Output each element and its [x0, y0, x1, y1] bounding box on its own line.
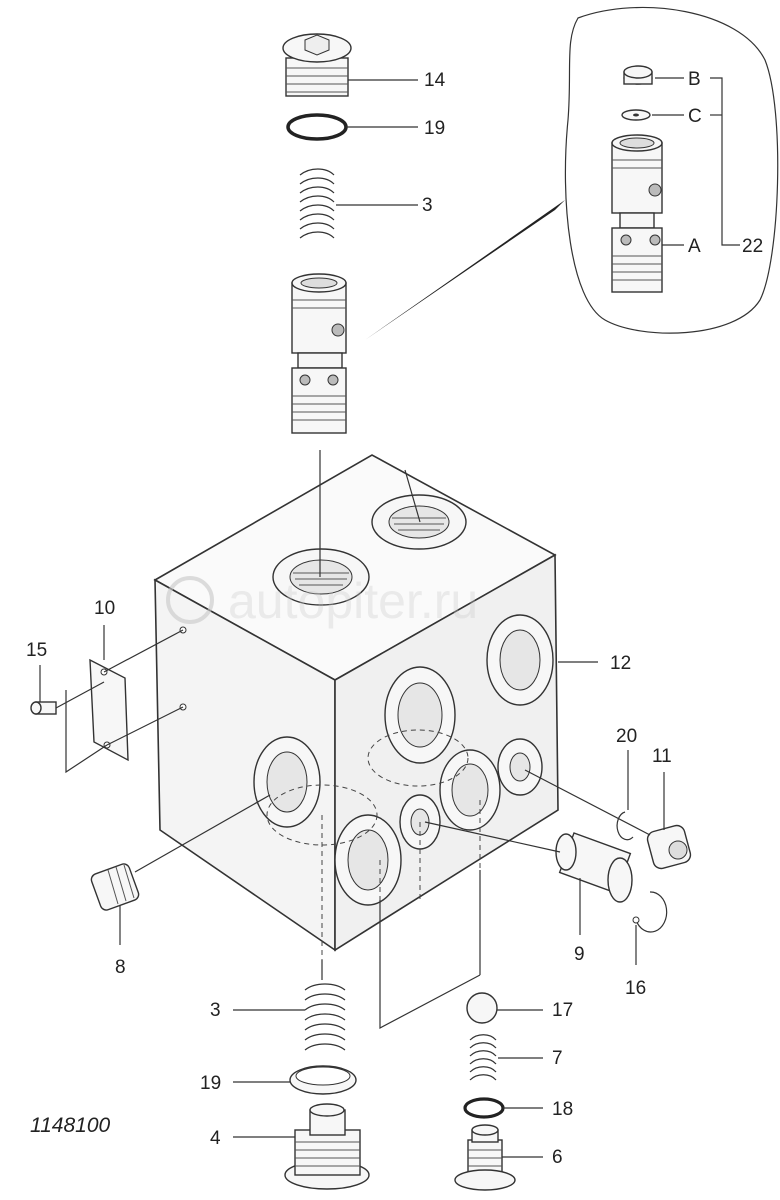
- label-3-top: 3: [422, 195, 433, 216]
- bottom-spring: [233, 983, 346, 1051]
- spring-7: [469, 1034, 543, 1081]
- label-20: 20: [616, 726, 637, 747]
- check-valve-9: [424, 821, 633, 935]
- top-plug: [282, 33, 418, 97]
- plug-6: [454, 1124, 543, 1191]
- side-plug: [90, 794, 271, 945]
- detail-inset: [365, 6, 779, 340]
- ball-17: [466, 992, 543, 1024]
- label-C: C: [688, 106, 702, 127]
- figure-number: 1148100: [30, 1114, 111, 1137]
- label-19-top: 19: [424, 118, 445, 139]
- watermark: autopiter.ru: [166, 573, 478, 629]
- label-12: 12: [610, 653, 631, 674]
- label-10: 10: [94, 598, 115, 619]
- label-8: 8: [115, 957, 126, 978]
- label-22: 22: [742, 236, 763, 257]
- top-oring: [286, 113, 418, 141]
- label-9: 9: [574, 944, 585, 965]
- label-7: 7: [552, 1048, 563, 1069]
- oring-18: [463, 1097, 543, 1119]
- plug-11: [524, 769, 692, 870]
- label-18: 18: [552, 1099, 573, 1120]
- pin: [30, 665, 105, 715]
- label-A: A: [688, 236, 701, 257]
- top-spool: [291, 273, 347, 434]
- watermark-text: autopiter.ru: [228, 573, 478, 629]
- label-4: 4: [210, 1128, 221, 1149]
- label-17: 17: [552, 1000, 573, 1021]
- bottom-seal: [233, 1065, 357, 1095]
- label-16: 16: [625, 978, 646, 999]
- snap-ring-16: [632, 891, 668, 965]
- label-6: 6: [552, 1147, 563, 1168]
- bottom-plug-4: [233, 1103, 370, 1190]
- label-14: 14: [424, 70, 446, 91]
- valve-block: [153, 454, 598, 960]
- label-11: 11: [652, 746, 672, 767]
- label-3-bottom: 3: [210, 1000, 221, 1021]
- top-spring: [299, 168, 418, 239]
- label-B: B: [688, 69, 701, 90]
- label-19-bottom: 19: [200, 1073, 221, 1094]
- ring-20: [616, 750, 634, 841]
- label-15: 15: [26, 640, 47, 661]
